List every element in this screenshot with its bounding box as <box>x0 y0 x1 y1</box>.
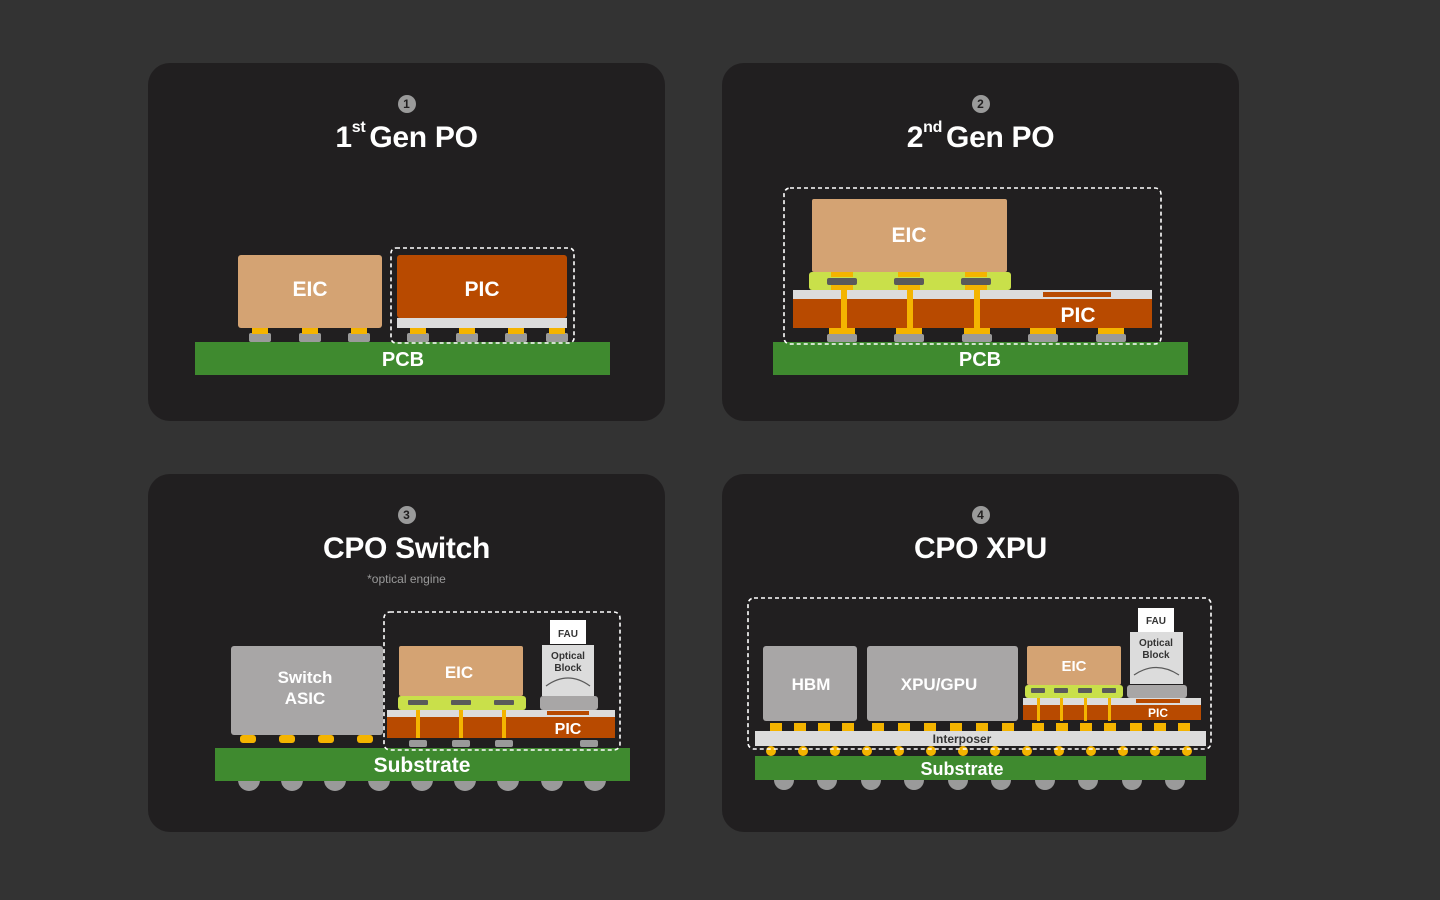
diagram-cpo-xpu: Substrate Interposer HBM XPU/GPU PIC <box>747 597 1212 790</box>
panel-subtitle: *optical engine <box>367 572 446 586</box>
highlight-box <box>783 187 1162 345</box>
micro-bumps <box>831 272 987 290</box>
eic-label: EIC <box>1061 658 1086 675</box>
optical-block-base <box>1127 685 1187 698</box>
eic-micro-pads <box>1031 688 1116 693</box>
diagram-2nd-gen-po: PCB PIC <box>773 187 1188 375</box>
pic-die <box>793 299 1152 328</box>
fau-label: FAU <box>558 629 578 640</box>
micro-pads <box>827 278 991 285</box>
pcb-board <box>773 342 1188 375</box>
underfill <box>1025 685 1123 698</box>
diagram-1st-gen-po: PCB EIC PIC <box>195 247 610 375</box>
step-number-badge: 1 <box>397 95 416 113</box>
switch-label-line1: Switch <box>278 668 333 687</box>
pic-die <box>397 255 567 318</box>
substrate-label: Substrate <box>920 759 1003 779</box>
step-number-badge: 4 <box>971 506 990 524</box>
optical-block <box>542 645 594 696</box>
optical-label-line2: Block <box>554 663 582 674</box>
pic-pads <box>409 740 598 747</box>
through-silicon-vias <box>1037 696 1111 721</box>
xpu-gpu-die <box>867 646 1018 721</box>
pic-waveguide <box>1043 292 1111 297</box>
eic-label: EIC <box>891 224 926 247</box>
switch-label-line2: ASIC <box>285 689 326 708</box>
highlight-box <box>383 611 621 751</box>
pic-top-layer <box>1023 698 1201 705</box>
pic-waveguide <box>1136 699 1180 703</box>
optical-block-base <box>540 696 598 710</box>
fau-block <box>1138 608 1174 632</box>
pcb-pads <box>827 334 1126 342</box>
pcb-pads <box>249 333 568 342</box>
optical-label-line2: Block <box>1142 650 1170 661</box>
asic-bumps <box>240 735 373 743</box>
pic-waveguide <box>547 711 589 715</box>
panel-title: CPO Switch <box>322 532 491 565</box>
eic-die <box>812 199 1007 272</box>
pic-die <box>387 717 615 738</box>
pcb-label: PCB <box>382 349 424 371</box>
solder-bumps <box>252 328 565 334</box>
xpu-label: XPU/GPU <box>901 675 978 694</box>
pic-bottom-layer <box>397 318 567 328</box>
substrate <box>215 748 630 781</box>
interposer <box>755 731 1206 746</box>
optical-label-line1: Optical <box>1139 638 1173 649</box>
eic-die <box>238 255 382 328</box>
pcb-label: PCB <box>959 349 1001 371</box>
substrate-label: Substrate <box>374 754 471 777</box>
eic-label: EIC <box>292 278 327 301</box>
fau-block <box>550 620 586 644</box>
pic-die <box>1023 705 1201 720</box>
substrate <box>755 756 1206 780</box>
c4-bumps <box>766 746 1192 756</box>
pcb-board <box>195 342 610 375</box>
through-silicon-vias <box>416 710 506 738</box>
hbm-die <box>763 646 857 721</box>
panel-cpo-switch: 3 CPO Switch *optical engine Substrate S… <box>148 474 665 832</box>
optical-label-line1: Optical <box>551 651 585 662</box>
pic-label: PIC <box>464 278 499 301</box>
step-number-badge: 3 <box>397 506 416 524</box>
panel-cpo-xpu: 4 CPO XPU Substrate Interposer <box>722 474 1239 832</box>
eic-label: EIC <box>445 663 473 682</box>
pcb-bumps <box>829 328 1124 334</box>
pic-label: PIC <box>1148 706 1168 720</box>
switch-asic-die <box>231 646 383 735</box>
hbm-label: HBM <box>792 675 831 694</box>
eic-die <box>399 646 523 696</box>
pic-label: PIC <box>1060 304 1095 327</box>
lens-curve <box>545 677 591 687</box>
diagram-cpo-switch: Substrate Switch ASIC PIC EIC Opt <box>215 611 630 791</box>
through-silicon-vias <box>841 290 980 328</box>
step-number-badge: 2 <box>971 95 990 113</box>
pic-top-layer <box>793 290 1152 299</box>
interposer-label: Interposer <box>933 732 992 746</box>
optical-block <box>1130 632 1183 684</box>
micro-pads <box>408 700 514 705</box>
highlight-box <box>390 247 575 344</box>
eic-die <box>1027 646 1121 685</box>
highlight-box <box>747 597 1212 750</box>
pic-top-layer <box>387 710 615 717</box>
fau-label: FAU <box>1146 616 1166 627</box>
lens-curve <box>1133 666 1180 676</box>
pic-label: PIC <box>555 721 582 738</box>
panel-title: CPO XPU <box>914 532 1047 565</box>
micro-bumps <box>770 723 1190 731</box>
